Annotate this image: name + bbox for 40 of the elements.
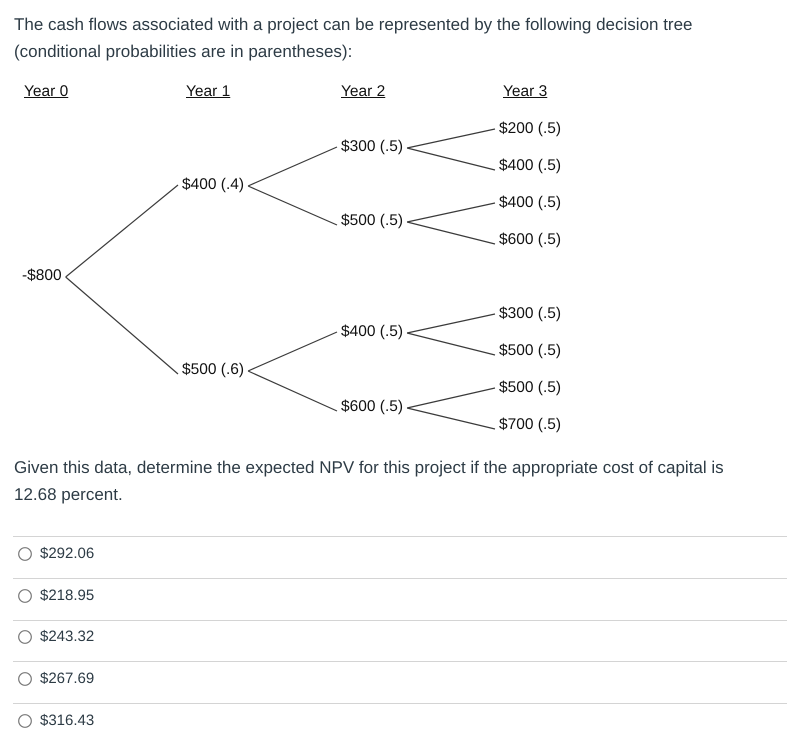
column-header: Year 3	[503, 83, 548, 101]
branch-line	[406, 407, 496, 430]
cash-flow-label: $400 (.5)	[495, 194, 566, 212]
column-header: Year 1	[186, 83, 230, 101]
cash-flow-label: $400 (.5)	[495, 157, 566, 175]
branch-line	[406, 313, 496, 334]
cash-flow-label: $400 (.5)	[337, 323, 408, 341]
cash-flow-label: $600 (.5)	[337, 398, 408, 416]
cash-flow-label: $600 (.5)	[495, 231, 566, 249]
cash-flow-label: $500 (.5)	[495, 379, 566, 397]
branch-line	[406, 332, 496, 356]
cash-flow-label: $700 (.5)	[495, 416, 566, 434]
cash-flow-label: $500 (.6)	[178, 361, 248, 379]
branch-line	[248, 331, 338, 372]
column-header: Year 0	[24, 83, 68, 101]
answer-option: $267.69	[40, 670, 94, 688]
answer-option: $292.06	[40, 545, 94, 563]
cash-flow-label: -$800	[18, 267, 66, 285]
branch-line	[406, 128, 496, 149]
branch-line	[248, 185, 338, 226]
cash-flow-label: $300 (.5)	[495, 305, 566, 323]
branch-line	[248, 370, 338, 412]
cash-flow-label: $500 (.5)	[337, 212, 408, 230]
branch-line	[406, 387, 496, 409]
answer-option: $243.32	[40, 628, 94, 646]
cash-flow-label: $300 (.5)	[337, 138, 408, 156]
cash-flow-label: $200 (.5)	[495, 120, 566, 138]
branch-line	[65, 276, 178, 374]
column-header: Year 2	[341, 83, 386, 101]
branch-line	[406, 147, 496, 171]
question-text: Given this data, determine the expected NPV for this project if the appropriate cost of capital is 12.68 percent.	[14, 457, 725, 506]
branch-line	[65, 184, 178, 278]
answer-option: $218.95	[40, 587, 94, 605]
branch-line	[248, 146, 338, 187]
cash-flow-label: $500 (.5)	[495, 342, 566, 360]
answer-option: $316.43	[40, 712, 94, 730]
branch-line	[406, 221, 496, 245]
question-text: The cash flows associated with a project can be represented by the following decision tree (conditional probabilities are in parentheses):	[14, 14, 694, 63]
branch-line	[406, 202, 496, 223]
cash-flow-label: $400 (.4)	[178, 176, 248, 194]
